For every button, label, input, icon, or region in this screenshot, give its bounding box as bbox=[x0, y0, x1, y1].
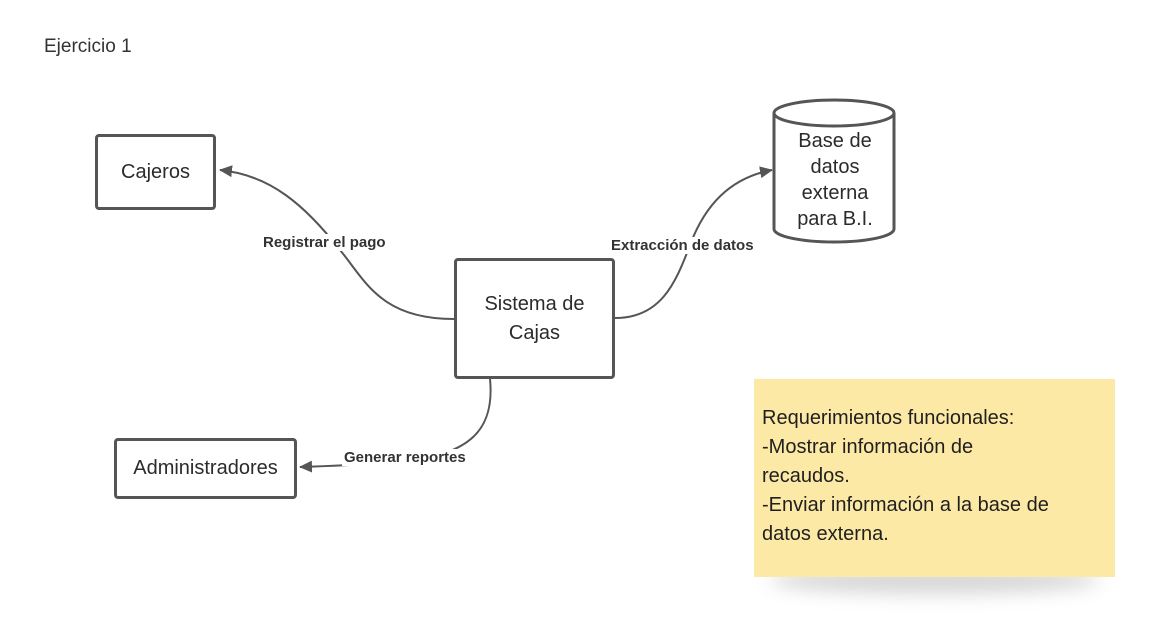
note-line: -Enviar información a la base de datos e… bbox=[762, 494, 1049, 545]
diagram-title: Ejercicio 1 bbox=[44, 36, 132, 57]
node-cajeros[interactable]: Cajeros bbox=[95, 134, 216, 210]
edge-label-generar-reportes: Generar reportes bbox=[342, 449, 468, 466]
edge-label-registrar-el-pago: Registrar el pago bbox=[261, 234, 388, 251]
node-administradores[interactable]: Administradores bbox=[114, 438, 297, 499]
node-sistema-de-cajas[interactable]: Sistema de Cajas bbox=[454, 258, 615, 379]
sticky-note-requerimientos[interactable]: Requerimientos funcionales: -Mostrar inf… bbox=[754, 379, 1115, 577]
node-administradores-label: Administradores bbox=[133, 457, 278, 479]
node-sistema-label: Sistema de Cajas bbox=[484, 292, 585, 344]
node-cajeros-label: Cajeros bbox=[121, 160, 190, 183]
note-line: -Mostrar información de recaudos. bbox=[762, 436, 974, 487]
edge-label-extraccion-de-datos: Extracción de datos bbox=[609, 237, 756, 254]
node-base-de-datos-label: Base de datos externa para B.I. bbox=[797, 130, 873, 230]
note-line: Requerimientos funcionales: bbox=[762, 407, 1015, 429]
database-cylinder-icon bbox=[772, 98, 896, 244]
